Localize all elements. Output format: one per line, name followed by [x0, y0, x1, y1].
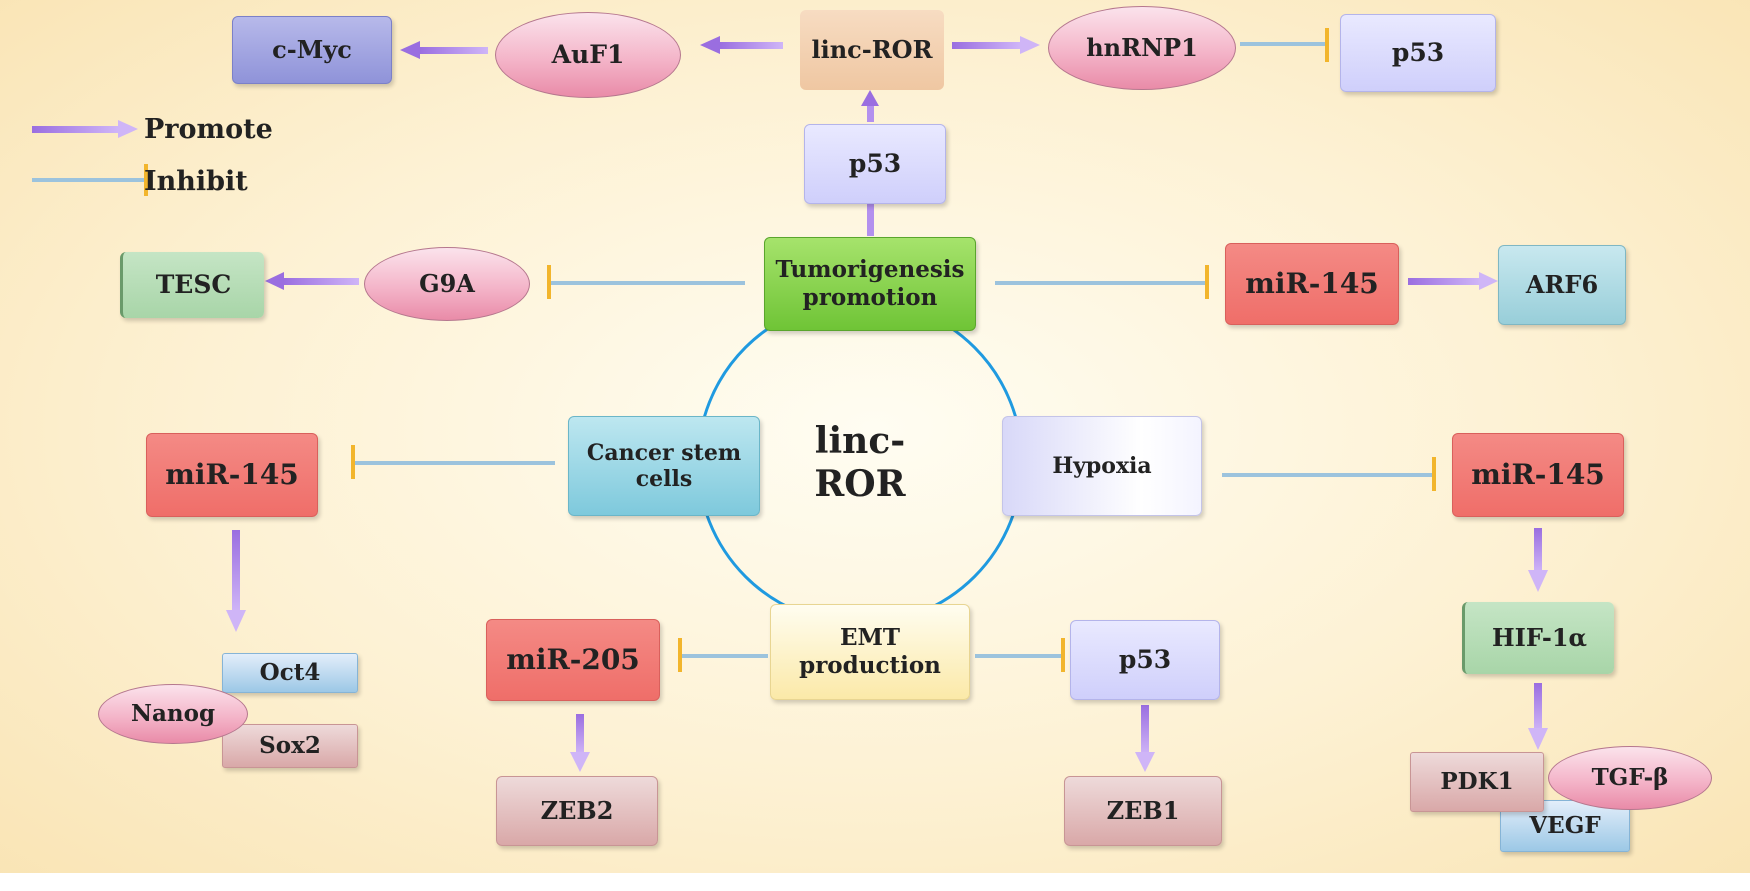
p53-bottom-node: p53: [1070, 620, 1220, 700]
legend-inhibit-label: Inhibit: [144, 165, 248, 197]
promote-arrow-mir145-to-hif1a: [1528, 528, 1548, 592]
p53-upper-node: p53: [804, 124, 946, 204]
inhibit-hnrnp1-to-p53: [1240, 28, 1329, 62]
zeb2-node: ZEB2: [496, 776, 658, 846]
nanog-node: Nanog: [98, 684, 248, 744]
tgf-beta-node: TGF-β: [1548, 746, 1712, 810]
inhibit-tumorigenesis-to-mir145: [995, 265, 1209, 299]
inhibit-hypoxia-to-mir145: [1222, 457, 1436, 491]
oct4-node: Oct4: [222, 653, 358, 693]
inhibit-tumorigenesis-to-g9a: [547, 265, 745, 299]
promote-arrow-p53-to-zeb1: [1135, 705, 1155, 772]
emt-production-node: EMT production: [770, 604, 970, 700]
inhibit-emt-to-p53: [975, 638, 1065, 672]
pdk1-node: PDK1: [1410, 752, 1544, 812]
hypoxia-node: Hypoxia: [1002, 416, 1202, 516]
promote-arrow-p53-to-linc-ror: [861, 90, 879, 122]
p53-top-right-node: p53: [1340, 14, 1496, 92]
auf1-node: AuF1: [495, 12, 681, 98]
legend-promote-label: Promote: [144, 113, 273, 145]
promote-arrow-g9a-to-tesc: [265, 272, 359, 290]
linc-ror-top-node: linc-ROR: [800, 10, 944, 90]
tumorigenesis-promotion-node: Tumorigenesis promotion: [764, 237, 976, 331]
cancer-stem-cells-node: Cancer stem cells: [568, 416, 760, 516]
inhibit-cancer-stem-to-mir145: [351, 445, 555, 479]
promote-arrow-linc-ror-to-hnrnp1: [952, 36, 1040, 54]
g9a-node: G9A: [364, 247, 530, 321]
c-myc-node: c-Myc: [232, 16, 392, 84]
promote-arrow-mir145-to-oct4: [226, 530, 246, 632]
promote-arrow-hif1a-to-pdk1: [1528, 683, 1548, 750]
zeb1-node: ZEB1: [1064, 776, 1222, 846]
sox2-node: Sox2: [222, 724, 358, 768]
promote-arrow-mir145-to-arf6: [1408, 272, 1498, 290]
mir145-upper-right-node: miR-145: [1225, 243, 1399, 325]
legend-promote-arrow-icon: [32, 120, 138, 138]
inhibit-emt-to-mir205: [678, 638, 768, 672]
mir145-right-node: miR-145: [1452, 433, 1624, 517]
promote-arrow-linc-ror-to-auf1: [700, 36, 783, 54]
tesc-node: TESC: [120, 252, 264, 318]
mir205-node: miR-205: [486, 619, 660, 701]
promote-arrow-auf1-to-c-myc: [400, 41, 488, 59]
hif1a-node: HIF-1α: [1462, 602, 1614, 674]
hnrnp1-node: hnRNP1: [1048, 6, 1236, 90]
promote-arrow-mir205-to-zeb2: [570, 714, 590, 772]
center-label: linc-ROR: [814, 419, 906, 505]
arf6-node: ARF6: [1498, 245, 1626, 325]
connector-tumorigenesis-to-p53: [867, 204, 874, 236]
mir145-left-node: miR-145: [146, 433, 318, 517]
legend-inhibit-icon: [32, 164, 148, 196]
